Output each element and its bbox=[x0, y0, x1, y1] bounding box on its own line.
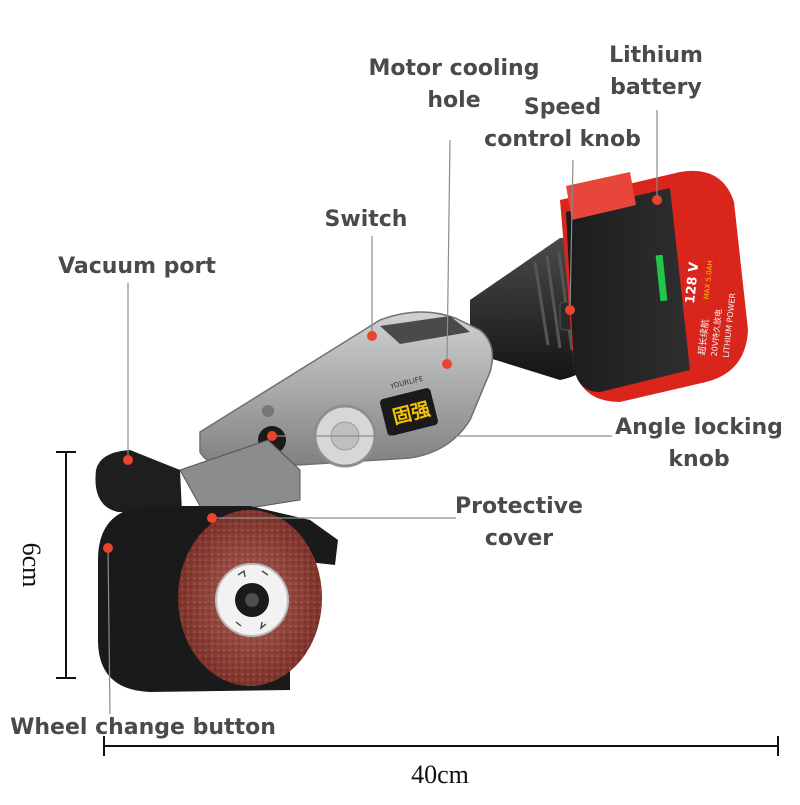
label-lithium-battery: Lithium battery bbox=[596, 40, 716, 104]
width-dimension-text: 40cm bbox=[411, 760, 469, 789]
label-speed-control-knob: Speed control knob bbox=[480, 92, 645, 156]
label-lithium-battery-line1: Lithium bbox=[609, 43, 703, 68]
lithium-battery-pack: 128 V 超长续航 20V持久放电 LITHIUM POWER MAX 5.0… bbox=[560, 170, 748, 402]
marker-speed bbox=[565, 305, 575, 315]
label-protective-cover: Protective cover bbox=[444, 491, 594, 555]
marker-wheel-button bbox=[103, 543, 113, 553]
height-dimension-text: 6cm bbox=[17, 542, 46, 588]
label-protective-cover-line1: Protective bbox=[455, 494, 583, 519]
label-motor-cooling-hole-line2: hole bbox=[427, 88, 481, 113]
label-speed-control-knob-line1: Speed bbox=[523, 95, 602, 120]
label-angle-locking-knob: Angle locking knob bbox=[606, 412, 792, 476]
callout-markers bbox=[103, 195, 662, 553]
marker-vacuum bbox=[123, 455, 133, 465]
vacuum-port bbox=[95, 450, 182, 512]
label-switch: Switch bbox=[324, 207, 408, 232]
marker-switch bbox=[367, 331, 377, 341]
marker-battery bbox=[652, 195, 662, 205]
abrasive-wheel bbox=[178, 510, 322, 686]
dimension-lines bbox=[56, 451, 779, 756]
label-lithium-battery-line2: battery bbox=[610, 75, 702, 100]
battery-cn-text-1: 超长续航 bbox=[696, 319, 712, 356]
label-speed-control-knob-line2: control knob bbox=[484, 127, 641, 152]
label-vacuum-port: Vacuum port bbox=[58, 254, 216, 279]
leader-lines bbox=[107, 110, 658, 715]
leader-line-wheel-button bbox=[107, 547, 111, 715]
label-protective-cover-line2: cover bbox=[484, 526, 554, 551]
battery-cn-text-2: 20V持久放电 bbox=[709, 308, 724, 356]
label-wheel-change-button: Wheel change button bbox=[10, 715, 276, 740]
battery-voltage-text: 128 V bbox=[683, 261, 702, 304]
marker-cooling bbox=[442, 359, 452, 369]
marker-angle bbox=[267, 431, 277, 441]
label-motor-cooling-hole: Motor cooling hole bbox=[360, 53, 548, 117]
label-angle-locking-knob-line1: Angle locking bbox=[615, 415, 783, 440]
marker-cover bbox=[207, 513, 217, 523]
label-motor-cooling-hole-line1: Motor cooling bbox=[368, 56, 540, 81]
tool-body: 固强 YOURLIFE bbox=[199, 311, 494, 469]
label-angle-locking-knob-line2: knob bbox=[668, 447, 730, 472]
leader-line-speed bbox=[569, 159, 574, 311]
leader-line-cooling bbox=[446, 139, 451, 365]
